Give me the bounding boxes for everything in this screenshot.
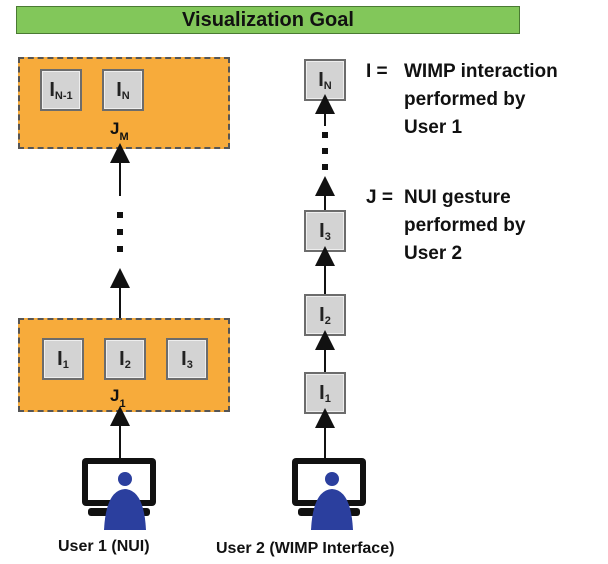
legend-j-key: J = bbox=[366, 187, 393, 208]
legend-j: J = NUI gesture performed by User 2 bbox=[366, 184, 525, 264]
ellipsis-dots-wimp bbox=[322, 132, 328, 170]
legend-i-desc: WIMP interaction performed by User 1 bbox=[404, 61, 558, 138]
user1-caption: User 1 (NUI) bbox=[58, 538, 150, 555]
group-label-jm: JM bbox=[110, 119, 129, 143]
legend-i-key: I = bbox=[366, 61, 388, 82]
visualization-goal-banner: Visualization Goal bbox=[16, 6, 520, 34]
group-label-j1: J1 bbox=[110, 386, 126, 410]
user2-caption: User 2 (WIMP Interface) bbox=[216, 540, 395, 557]
user1-computer-icon bbox=[82, 458, 156, 530]
ellipsis-dots-nui bbox=[117, 212, 123, 252]
goal-label: Visualization Goal bbox=[182, 8, 354, 31]
legend-j-desc: NUI gesture performed by User 2 bbox=[404, 187, 526, 264]
legend-i: I = WIMP interaction performed by User 1 bbox=[366, 58, 558, 138]
user2-computer-icon bbox=[292, 458, 366, 530]
